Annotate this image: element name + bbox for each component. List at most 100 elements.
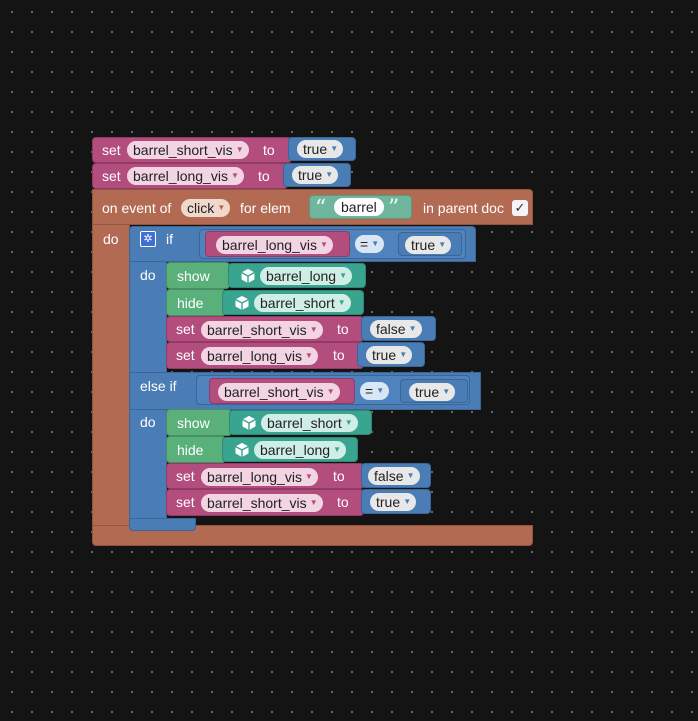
- boolean-dropdown[interactable]: true▼: [292, 166, 339, 184]
- text-string-block[interactable]: “ barrel ”: [309, 195, 412, 221]
- operator-dropdown[interactable]: =▼: [355, 235, 385, 253]
- object-dropdown[interactable]: barrel_short▼: [261, 414, 358, 432]
- event-prefix-label: on event of: [102, 200, 172, 216]
- variable-dropdown[interactable]: barrel_short_vis▼: [201, 494, 323, 512]
- variable-dropdown[interactable]: barrel_short_vis▼: [127, 141, 249, 159]
- dropdown-arrow-icon: ▼: [326, 387, 335, 396]
- boolean-value-block[interactable]: true▼: [400, 379, 468, 403]
- boolean-value: false: [374, 468, 404, 484]
- boolean-value: true: [376, 494, 401, 510]
- variable-getter-block[interactable]: barrel_short_vis▼: [209, 378, 355, 404]
- gear-icon[interactable]: ✲: [140, 231, 156, 247]
- object-block[interactable]: barrel_long▼: [228, 263, 366, 288]
- event-do-label: do: [103, 231, 119, 247]
- variable-name: barrel_long_vis: [207, 469, 302, 485]
- dropdown-arrow-icon: ▼: [330, 144, 339, 153]
- set-variable-block[interactable]: set barrel_long_vis▼ to: [166, 463, 364, 489]
- to-label: to: [258, 168, 270, 184]
- boolean-value-block[interactable]: false▼: [361, 463, 431, 488]
- dropdown-arrow-icon: ▼: [333, 445, 342, 454]
- object-dropdown[interactable]: barrel_short▼: [254, 294, 351, 312]
- cube-icon: [240, 414, 258, 432]
- event-type-value: click: [187, 200, 215, 216]
- variable-dropdown[interactable]: barrel_long_vis▼: [201, 468, 318, 486]
- variable-getter-block[interactable]: barrel_long_vis▼: [205, 231, 350, 257]
- boolean-value-block[interactable]: true▼: [357, 342, 425, 367]
- boolean-dropdown[interactable]: true▼: [405, 236, 452, 254]
- if-do-label: do: [140, 267, 156, 283]
- if-block-footer: [129, 518, 196, 531]
- variable-name: barrel_long_vis: [222, 237, 317, 253]
- set-barrel-short-vis-block[interactable]: set barrel_short_vis▼ to: [92, 137, 292, 163]
- close-quote-icon: ”: [388, 196, 400, 221]
- dropdown-arrow-icon: ▼: [235, 145, 244, 154]
- object-name: barrel_short: [260, 295, 335, 311]
- to-label: to: [333, 468, 345, 484]
- boolean-value: false: [376, 321, 406, 337]
- set-variable-block[interactable]: set barrel_short_vis▼ to: [166, 316, 364, 342]
- cube-icon: [233, 441, 251, 459]
- operator-value: =: [365, 383, 374, 399]
- hide-label: hide: [177, 295, 204, 311]
- dropdown-arrow-icon: ▼: [371, 239, 380, 248]
- dropdown-arrow-icon: ▼: [399, 350, 408, 359]
- to-label: to: [333, 347, 345, 363]
- set-label: set: [176, 468, 195, 484]
- dropdown-arrow-icon: ▼: [403, 497, 412, 506]
- element-name-field[interactable]: barrel: [334, 198, 384, 216]
- boolean-dropdown[interactable]: false▼: [370, 320, 422, 338]
- object-block[interactable]: barrel_long▼: [222, 437, 358, 462]
- boolean-dropdown[interactable]: false▼: [368, 467, 420, 485]
- show-label: show: [177, 415, 210, 431]
- parent-doc-checkbox[interactable]: ✓: [512, 200, 528, 216]
- boolean-value-block[interactable]: true▼: [398, 232, 462, 256]
- dropdown-arrow-icon: ▼: [305, 351, 313, 360]
- cube-icon: [239, 267, 257, 285]
- boolean-value-block[interactable]: true▼: [288, 137, 356, 161]
- event-block-footer: [92, 525, 533, 546]
- variable-name: barrel_long_vis: [133, 168, 228, 184]
- set-barrel-long-vis-block[interactable]: set barrel_long_vis▼ to: [92, 163, 288, 189]
- dropdown-arrow-icon: ▼: [408, 324, 417, 333]
- variable-dropdown[interactable]: barrel_long_vis▼: [127, 167, 244, 185]
- for-elem-label: for elem: [240, 200, 291, 216]
- object-dropdown[interactable]: barrel_long▼: [254, 441, 347, 459]
- event-type-dropdown[interactable]: click▼: [181, 199, 231, 217]
- variable-name: barrel_short_vis: [224, 384, 324, 400]
- operator-dropdown[interactable]: =▼: [360, 382, 390, 400]
- variable-dropdown[interactable]: barrel_long_vis▼: [216, 236, 333, 254]
- show-label: show: [177, 268, 210, 284]
- boolean-value-block[interactable]: true▼: [361, 489, 431, 514]
- set-label: set: [102, 142, 121, 158]
- show-block[interactable]: show: [166, 262, 230, 289]
- boolean-dropdown[interactable]: true▼: [409, 383, 456, 401]
- to-label: to: [337, 321, 349, 337]
- set-label: set: [176, 321, 195, 337]
- variable-dropdown[interactable]: barrel_short_vis▼: [201, 321, 323, 339]
- dropdown-arrow-icon: ▼: [442, 387, 451, 396]
- dropdown-arrow-icon: ▼: [376, 386, 385, 395]
- boolean-value: true: [298, 167, 323, 183]
- object-name: barrel_long: [260, 442, 331, 458]
- set-variable-block[interactable]: set barrel_short_vis▼ to: [166, 489, 364, 516]
- object-dropdown[interactable]: barrel_long▼: [260, 267, 353, 285]
- object-block[interactable]: barrel_short▼: [229, 410, 372, 435]
- variable-dropdown[interactable]: barrel_short_vis▼: [218, 383, 340, 401]
- boolean-value-block[interactable]: true▼: [283, 163, 351, 187]
- show-block[interactable]: show: [166, 409, 232, 436]
- hide-block[interactable]: hide: [166, 289, 226, 316]
- set-variable-block[interactable]: set barrel_long_vis▼ to: [166, 342, 364, 369]
- boolean-value-block[interactable]: false▼: [361, 316, 436, 341]
- boolean-dropdown[interactable]: true▼: [366, 346, 413, 364]
- set-label: set: [102, 168, 121, 184]
- boolean-dropdown[interactable]: true▼: [297, 140, 344, 158]
- hide-block[interactable]: hide: [166, 436, 226, 463]
- boolean-dropdown[interactable]: true▼: [370, 493, 417, 511]
- variable-dropdown[interactable]: barrel_long_vis▼: [201, 347, 318, 365]
- variable-name: barrel_long_vis: [207, 348, 302, 364]
- object-block[interactable]: barrel_short▼: [222, 290, 364, 315]
- boolean-value: true: [415, 384, 440, 400]
- dropdown-arrow-icon: ▼: [309, 498, 318, 507]
- dropdown-arrow-icon: ▼: [339, 271, 348, 280]
- variable-name: barrel_short_vis: [207, 495, 307, 511]
